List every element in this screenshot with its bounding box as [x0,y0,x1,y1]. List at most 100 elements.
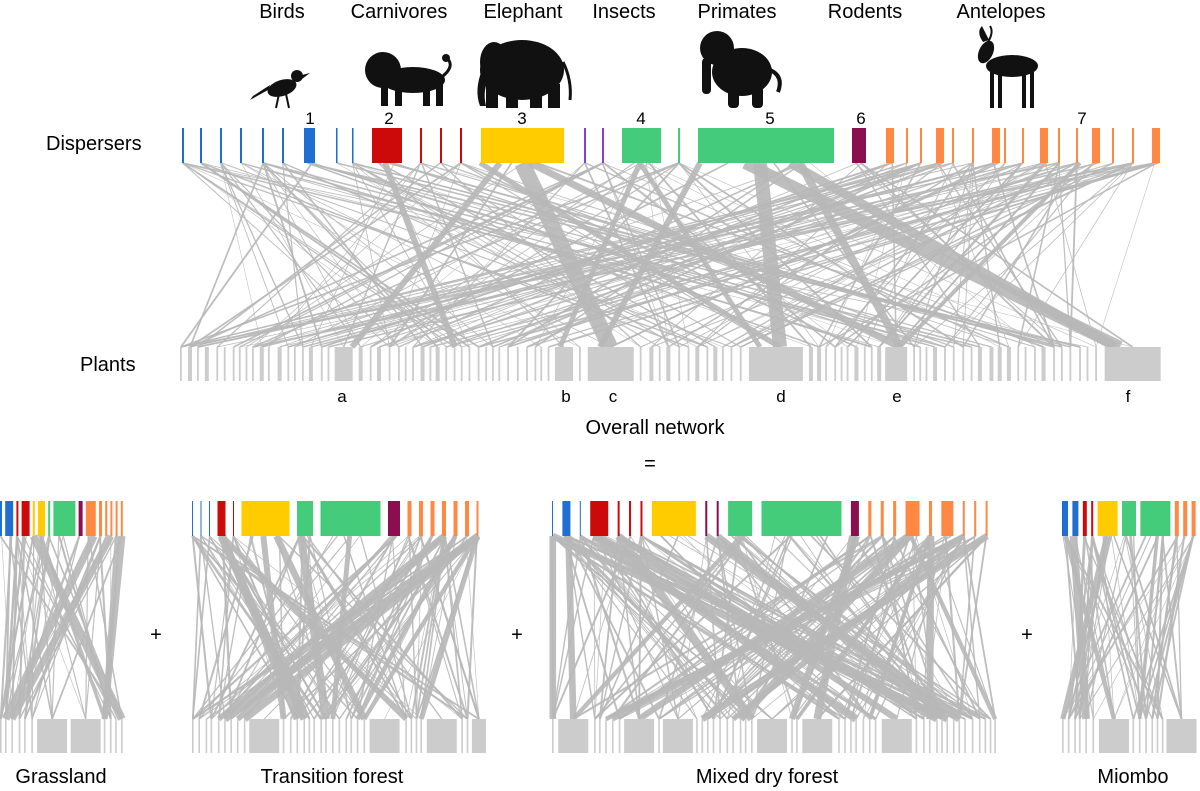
subnetwork-plant-node [192,719,194,753]
group-name-primates: Primates [698,1,777,23]
subnetwork-link [307,535,322,720]
interaction-link [282,162,708,348]
subnetwork-disperser-node [85,501,96,536]
subnetwork-label-transition-forest: Transition forest [261,766,404,788]
subnetwork-plant-node [915,719,918,753]
subnetwork-plant-node [958,719,961,753]
plant-node [460,347,463,381]
interaction-links [0,157,1195,723]
dispersers-row-label: Dispersers [46,133,142,155]
interaction-link-major [528,159,902,351]
subnetwork-disperser-node [297,501,313,536]
subnetwork-plant-node [313,719,315,753]
subnetwork-plant-node [332,719,334,753]
subnetwork-link [677,535,708,720]
disperser-node-antelope [952,128,954,163]
disperser-node-carnivore [460,128,462,163]
subnetwork-plant-node [1099,719,1130,753]
subnetwork-link [552,535,595,720]
subnetwork-disperser-node [962,501,965,536]
subnetwork-disperser-node [562,501,571,536]
subnetwork-link [300,535,413,720]
subnetwork-plant-node [744,719,747,753]
disperser-node-antelope [1022,128,1024,163]
plant-node [962,347,965,381]
subnetwork-plant-node [594,719,596,753]
subnetwork-disperser-node [442,501,446,536]
subnetwork-disperser-node [241,501,290,536]
interaction-link [648,162,812,348]
subnetwork-plant-node [1079,719,1081,753]
interaction-link [953,162,973,348]
subnetwork-link [102,535,120,720]
disperser-node-insect-main [622,128,661,163]
disperser-node-antelope [920,128,922,163]
disperser-node-primate [678,128,680,163]
disperser-node-carnivore [420,128,422,163]
subnetwork-disperser-node [893,501,897,536]
subnetwork-plant-node [936,719,938,753]
subnetwork-link [1113,535,1183,720]
lion-icon [365,52,452,106]
plant-node [429,347,432,381]
subnetwork-link [24,535,64,720]
interaction-link-major [557,162,643,348]
subnetwork-link [191,535,202,720]
group-number-4: 4 [636,109,645,128]
subnetwork-link [85,535,102,720]
subnetwork-plant-node [838,719,840,753]
subnetwork-link [224,535,395,720]
subnetwork-plant-node [946,719,948,753]
interaction-link-major [637,161,763,349]
subnetwork-link [958,535,988,720]
subnetwork-disperser-node [430,501,435,536]
subnetwork-link [963,535,997,720]
subnetwork-plant-node [1085,719,1087,753]
subnetwork-link [1151,535,1179,720]
interaction-link [311,162,921,348]
plant-node [445,347,448,381]
plant-node [840,347,843,381]
subnetwork-label-mixed-dry-forest: Mixed dry forest [696,766,839,788]
subnetwork-plant-node [868,719,871,753]
disperser-node-antelope [936,128,944,163]
plant-node [578,347,581,381]
subnetwork-disperser-node [53,501,76,536]
subnetwork-link [192,535,398,720]
subnetwork-plant-node [732,719,734,753]
plants-row-label: Plants [80,354,136,376]
subnetwork-link [4,535,19,720]
subnetwork-link [618,535,840,720]
subnetwork-disperser-node [48,501,51,536]
interaction-link [279,162,1077,348]
subnetwork-link [1065,535,1164,720]
subnetwork-disperser-node [1062,501,1068,536]
subnetwork-plant-node [739,719,742,753]
subnetwork-link [11,535,42,720]
subnetwork-link [209,535,315,720]
disperser-node-antelope [992,128,1000,163]
subnetwork-plant-node [249,719,280,753]
interaction-link [279,162,804,348]
subnetwork-link [313,535,433,720]
subnetwork-plant-node [796,719,798,753]
subnetwork-disperser-node [1097,501,1118,536]
subnetwork-link [1090,535,1135,720]
plant-node [870,347,873,381]
plant-node [516,347,519,381]
subnetwork-disperser-node [761,501,842,536]
subnetwork-disperser-node [233,501,234,536]
subnetwork-disperser-node [32,501,35,536]
subnetwork-link [419,535,480,720]
plant-node [854,347,859,381]
subnetwork-plant-node [605,719,607,753]
subnetwork-plant-node [1151,719,1154,753]
plant-node [308,347,313,381]
plant-letter-f: f [1126,387,1131,406]
subnetwork-disperser-node [868,501,872,536]
plant-node [453,347,456,381]
subnetwork-plant-node [862,719,865,753]
subnetwork-disperser-node [1183,501,1188,536]
plant-node-major [554,347,573,381]
